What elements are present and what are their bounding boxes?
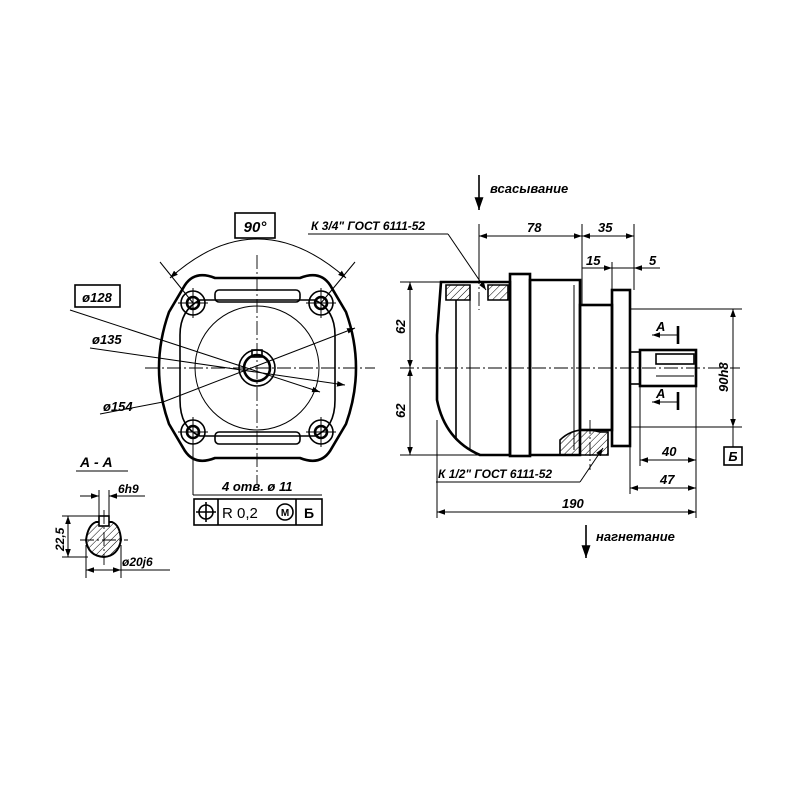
side-cover	[435, 280, 512, 457]
side-view: А А всасывание нагнетание К 3/4" ГОСТ 61…	[308, 175, 743, 558]
tolerance-frame: R 0,2 M Б	[193, 498, 323, 526]
suction-label: всасывание	[490, 181, 568, 196]
holes-label: 4 отв. ø 11	[221, 479, 292, 494]
section-shaft-hatch	[84, 521, 123, 559]
discharge-label: нагнетание	[596, 529, 675, 544]
d128-label: ø128	[82, 290, 112, 305]
d154-leader-2	[162, 327, 356, 403]
outlet-thread-label: К 1/2" ГОСТ 6111-52	[438, 467, 552, 481]
datum-label: Б	[728, 449, 737, 464]
shaft-fit-label: 90h8	[716, 362, 731, 392]
section-mark-bottom: А	[655, 386, 665, 401]
dim-15: 15	[586, 253, 601, 268]
section-view: А - А 6h9 22,5 ø20j6	[53, 454, 170, 578]
section-mark-top: А	[655, 319, 665, 334]
d135-leader	[89, 347, 346, 387]
inlet-thread-label: К 3/4" ГОСТ 6111-52	[311, 219, 425, 233]
tolerance-datum: Б	[304, 505, 314, 521]
modifier-circle-icon	[276, 503, 294, 521]
dim-190: 190	[562, 496, 584, 511]
front-flange-outline	[157, 273, 358, 463]
section-height-label: 22,5	[53, 527, 67, 552]
section-title: А - А	[79, 454, 113, 470]
front-slot-top	[214, 289, 301, 303]
section-width-label: 6h9	[118, 482, 139, 496]
inlet-port-hatch	[445, 284, 471, 301]
dim-78: 78	[527, 220, 542, 235]
front-circle-shaft	[242, 353, 272, 383]
dim-35: 35	[598, 220, 613, 235]
position-symbol-icon	[196, 502, 216, 522]
front-shaft-key	[251, 349, 263, 358]
side-shaft-key	[655, 353, 695, 365]
side-flange	[508, 272, 532, 458]
dim-5: 5	[649, 253, 657, 268]
d128-leader	[69, 309, 321, 393]
angle-label-box	[234, 212, 276, 239]
inlet-port-hatch-2	[487, 284, 509, 301]
angle-label: 90°	[244, 219, 268, 236]
tolerance-modifier: M	[281, 508, 289, 519]
d128-box	[74, 284, 121, 308]
side-housing	[528, 278, 582, 457]
dim-62-top: 62	[393, 319, 408, 334]
d135-label: ø135	[92, 332, 122, 347]
angle-arc	[169, 238, 347, 279]
front-view: 90° ø128 ø135 ø154 4 отв. ø 11	[69, 212, 375, 496]
section-diameter-label: ø20j6	[122, 555, 153, 569]
front-slot-bottom	[214, 431, 301, 445]
side-rear-housing	[578, 303, 614, 432]
side-shaft-collar	[629, 351, 641, 385]
tolerance-value: R 0,2	[222, 505, 258, 522]
d154-label: ø154	[103, 399, 133, 414]
front-circle-128	[194, 305, 320, 431]
dim-40: 40	[661, 444, 677, 459]
d154-leader	[99, 401, 164, 415]
dim-62-bottom: 62	[393, 403, 408, 418]
dim-47: 47	[659, 472, 675, 487]
